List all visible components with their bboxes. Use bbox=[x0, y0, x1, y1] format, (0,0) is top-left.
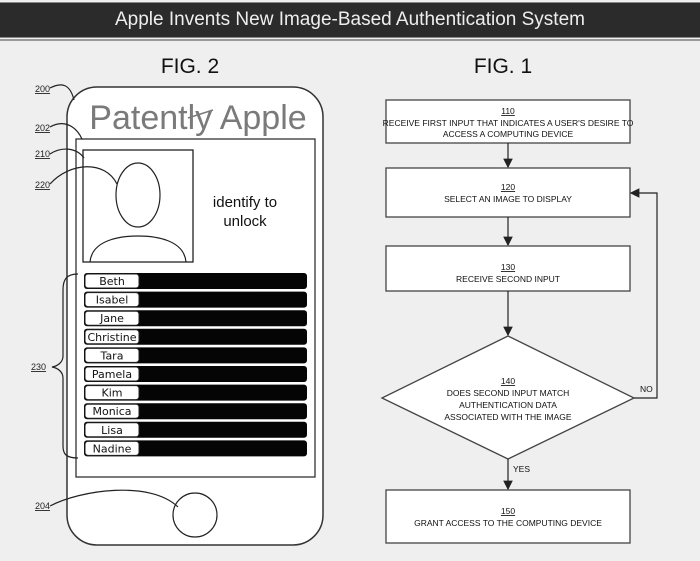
name-label-box bbox=[84, 422, 140, 438]
name-list-item[interactable]: Kim bbox=[84, 384, 307, 401]
ref-220: 220 bbox=[35, 180, 50, 190]
name-label: Jane bbox=[99, 312, 124, 325]
yes-label: YES bbox=[513, 464, 530, 474]
ref-204: 204 bbox=[35, 501, 50, 511]
step-140-num: 140 bbox=[501, 376, 515, 386]
name-row-bar bbox=[84, 310, 307, 327]
name-label: Monica bbox=[92, 405, 131, 418]
leader-204 bbox=[49, 489, 179, 508]
name-list-item[interactable]: Jane bbox=[84, 310, 307, 327]
step-150-num: 150 bbox=[501, 506, 515, 516]
step-150-line1: GRANT ACCESS TO THE COMPUTING DEVICE bbox=[414, 518, 602, 528]
name-row-bar bbox=[84, 403, 307, 420]
step-110-line2: ACCESS A COMPUTING DEVICE bbox=[443, 129, 574, 139]
name-label: Isabel bbox=[96, 294, 129, 307]
prompt-line-1: identify to bbox=[213, 194, 277, 211]
name-label-box bbox=[84, 366, 140, 382]
name-row-bar bbox=[84, 328, 307, 345]
user-image bbox=[82, 149, 194, 263]
name-label-box bbox=[84, 292, 140, 308]
name-label-box bbox=[84, 403, 140, 419]
home-button[interactable] bbox=[172, 492, 218, 538]
step-120-line1: SELECT AN IMAGE TO DISPLAY bbox=[444, 194, 572, 204]
article-title: Apple Invents New Image-Based Authentica… bbox=[115, 9, 585, 30]
name-label: Christine bbox=[87, 331, 136, 344]
step-130-num: 130 bbox=[501, 262, 515, 272]
ref-210: 210 bbox=[35, 149, 50, 159]
no-loop-arrow bbox=[629, 188, 658, 399]
name-row-bar bbox=[84, 440, 307, 457]
step-150-box bbox=[385, 489, 631, 544]
name-label: Nadine bbox=[93, 442, 132, 455]
name-list-item[interactable]: Pamela bbox=[84, 366, 307, 382]
name-row-bar bbox=[84, 291, 307, 308]
step-110-num: 110 bbox=[501, 106, 515, 116]
fig1-title: FIG. 1 bbox=[474, 55, 532, 78]
name-list-item[interactable]: Beth bbox=[84, 273, 307, 289]
name-label: Tara bbox=[100, 349, 124, 362]
head-shape bbox=[115, 162, 161, 228]
ref-230: 230 bbox=[31, 362, 46, 372]
watermark-strike bbox=[187, 109, 214, 119]
step-130-box bbox=[385, 245, 631, 292]
step-140-line2: AUTHENTICATION DATA bbox=[459, 400, 557, 410]
name-row-bar bbox=[84, 347, 307, 364]
step-110-box bbox=[385, 99, 631, 144]
step-130-line1: RECEIVE SECOND INPUT bbox=[456, 274, 560, 284]
name-label-box bbox=[84, 385, 140, 401]
no-label: NO bbox=[640, 384, 653, 394]
name-row-bar bbox=[84, 421, 307, 438]
name-row-bar bbox=[84, 384, 307, 401]
leader-220 bbox=[49, 166, 118, 185]
name-list-item[interactable]: Nadine bbox=[84, 440, 307, 457]
name-label: Kim bbox=[102, 387, 123, 400]
prompt-line-2: unlock bbox=[223, 213, 267, 230]
name-label: Pamela bbox=[92, 368, 132, 381]
step-120-box bbox=[385, 167, 631, 218]
ref-200: 200 bbox=[35, 84, 50, 94]
watermark: Patently Apple bbox=[89, 99, 306, 137]
divider bbox=[0, 39, 700, 41]
name-row-bar bbox=[84, 273, 307, 289]
article-title-bar: Apple Invents New Image-Based Authentica… bbox=[0, 2, 700, 38]
step-140-line3: ASSOCIATED WITH THE IMAGE bbox=[444, 412, 572, 422]
name-list-item[interactable]: Tara bbox=[84, 347, 307, 364]
leader-202 bbox=[49, 123, 83, 140]
ref-202: 202 bbox=[35, 123, 50, 133]
name-label: Lisa bbox=[101, 424, 123, 437]
name-label-box bbox=[84, 440, 140, 456]
name-row-bar bbox=[84, 366, 307, 382]
name-list-item[interactable]: Christine bbox=[84, 328, 307, 345]
name-label-box bbox=[84, 329, 140, 345]
name-label-box bbox=[84, 273, 140, 289]
name-list-item[interactable]: Monica bbox=[84, 403, 307, 420]
list-brace bbox=[51, 273, 79, 459]
shoulders-shape bbox=[89, 235, 187, 263]
step-140-line1: DOES SECOND INPUT MATCH bbox=[447, 388, 569, 398]
fig2-title: FIG. 2 bbox=[161, 55, 219, 78]
name-label: Beth bbox=[99, 275, 125, 288]
step-120-num: 120 bbox=[501, 182, 515, 192]
name-list-item[interactable]: Lisa bbox=[84, 421, 307, 438]
name-label-box bbox=[84, 347, 140, 363]
name-label-box bbox=[84, 310, 140, 326]
leader-210 bbox=[49, 148, 85, 159]
name-list: BethIsabelJaneChristineTaraPamelaKimMoni… bbox=[84, 273, 307, 457]
step-110-line1: RECEIVE FIRST INPUT THAT INDICATES A USE… bbox=[383, 118, 634, 128]
leader-200 bbox=[49, 84, 75, 101]
name-list-item[interactable]: Isabel bbox=[84, 291, 307, 308]
